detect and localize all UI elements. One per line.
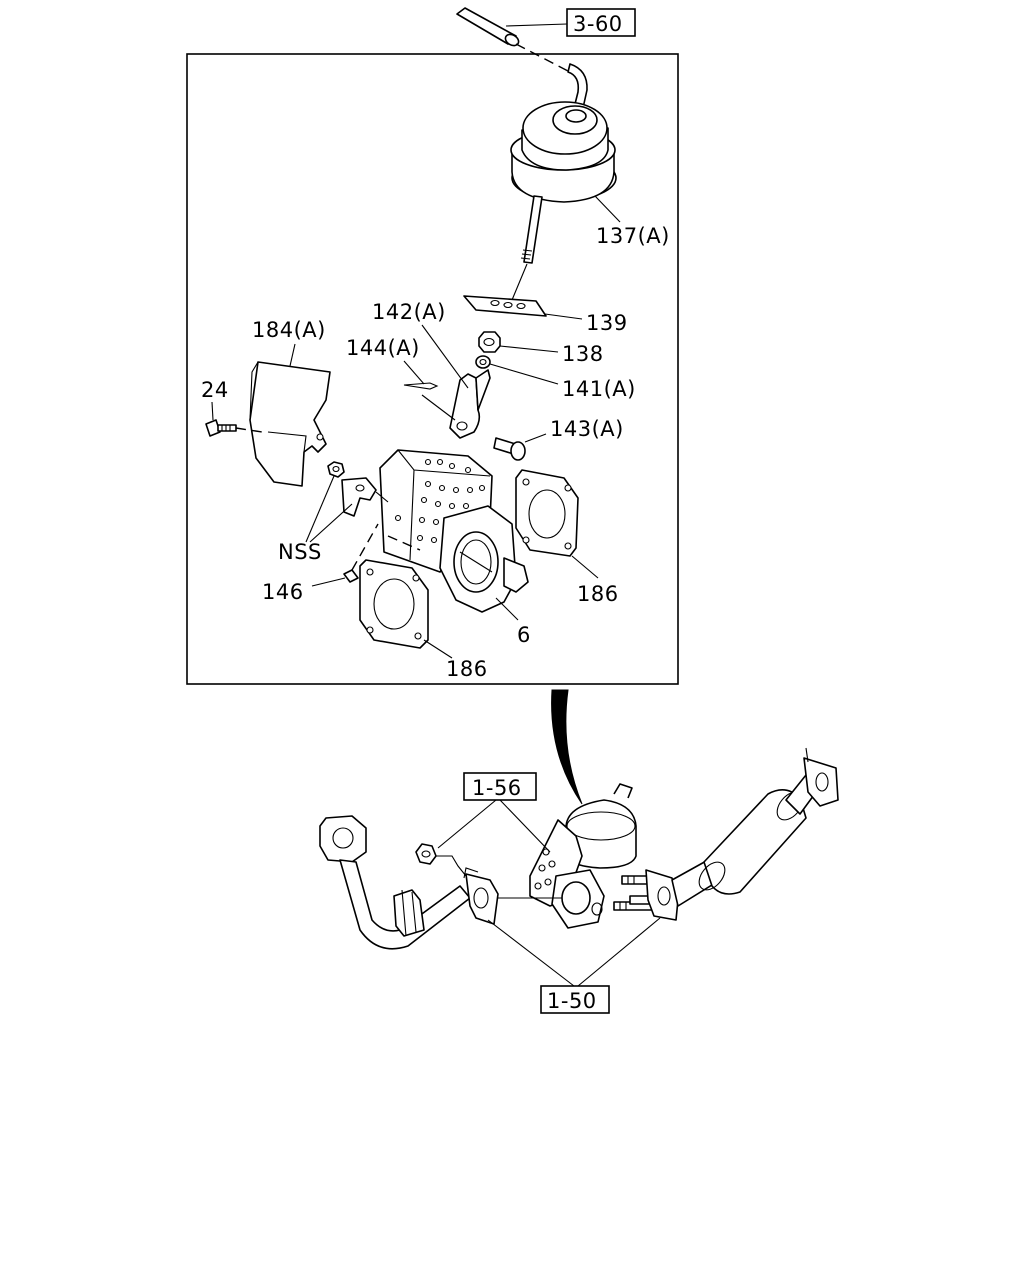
bracket-nss xyxy=(341,477,389,517)
pin-143 xyxy=(493,437,526,461)
ref-1-50-label: 1-50 xyxy=(547,989,597,1013)
ref-box-1-50[interactable]: 1-50 xyxy=(487,917,661,1014)
label-138: 138 xyxy=(562,342,604,366)
nut-nss xyxy=(327,461,345,478)
lever-142 xyxy=(449,369,491,439)
exhaust-pipe-right xyxy=(645,747,839,921)
nut-bottom xyxy=(415,843,467,877)
label-144: 144(A) xyxy=(346,336,420,360)
label-nss: NSS xyxy=(278,540,322,564)
ref-3-60-label: 3-60 xyxy=(573,12,623,36)
gasket-186-bottom xyxy=(359,559,429,649)
valve-flange xyxy=(439,505,529,613)
exhaust-pipe-left xyxy=(319,815,471,950)
ref-1-56-label: 1-56 xyxy=(472,776,522,800)
pipe-flange xyxy=(463,867,499,925)
label-184: 184(A) xyxy=(252,318,326,342)
egr-valve-assembly xyxy=(498,783,637,929)
vacuum-hose xyxy=(456,7,571,73)
nut-138 xyxy=(478,331,501,353)
valve-body xyxy=(379,449,493,573)
screw-146 xyxy=(343,523,379,583)
label-186-bottom: 186 xyxy=(446,657,488,681)
label-6: 6 xyxy=(517,623,531,647)
label-24: 24 xyxy=(201,378,229,402)
ref-box-3-60[interactable]: 3-60 xyxy=(505,8,636,37)
label-143: 143(A) xyxy=(550,417,624,441)
callout-arrow xyxy=(551,689,583,805)
gasket-186-right xyxy=(515,469,579,557)
label-146: 146 xyxy=(262,580,304,604)
washer-141 xyxy=(475,355,491,369)
actuator-137 xyxy=(510,63,617,301)
shield-184 xyxy=(249,361,331,487)
label-141: 141(A) xyxy=(562,377,636,401)
pin-144 xyxy=(403,382,456,421)
detail-frame xyxy=(186,53,679,685)
ref-box-1-56[interactable]: 1-56 xyxy=(437,772,551,853)
label-142: 142(A) xyxy=(372,300,446,324)
label-186-right: 186 xyxy=(577,582,619,606)
label-137: 137(A) xyxy=(596,224,670,248)
bolt-24 xyxy=(205,419,263,437)
plate-139 xyxy=(463,295,547,317)
label-139: 139 xyxy=(586,311,628,335)
